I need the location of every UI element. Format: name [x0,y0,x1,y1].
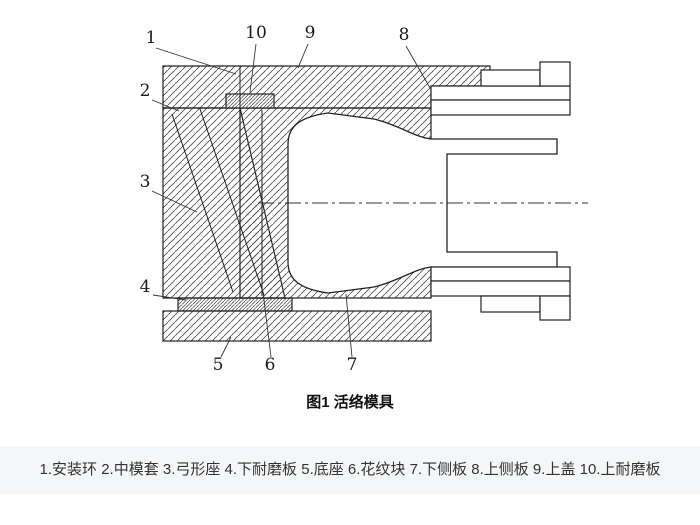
callout-4: 4 [140,277,151,297]
parts-legend-text: 1.安装环 2.中模套 3.弓形座 4.下耐磨板 5.底座 6.花纹块 7.下侧… [39,461,661,478]
part-base [162,310,432,342]
side-plates [430,61,571,321]
figure-caption: 图1 活络模具 [306,394,394,411]
leader-9 [297,43,309,69]
leader-10 [249,43,257,93]
callout-8: 8 [399,25,410,45]
part-lower-side-plate-b [430,280,571,297]
leader-3 [151,190,198,213]
cone-interface-line-2 [199,108,265,296]
leader-5 [220,336,232,358]
leader-7 [345,293,353,358]
leader-4 [152,294,187,301]
callout-3: 3 [140,172,151,192]
callout-2: 2 [140,81,151,101]
callout-1: 1 [146,28,157,48]
part-upper-wear-plate [225,93,275,109]
leader-6 [262,291,272,358]
callout-7: 7 [347,355,358,375]
callout-9: 9 [305,23,316,43]
part-upper-step-block [480,69,541,87]
leader-2 [151,99,180,112]
part-lower-step-block [480,295,541,313]
part-upper-side-plate-b [430,99,571,116]
part-lower-corner-block [539,295,571,321]
part-upper-side-plate-a [430,85,571,101]
callout-10: 10 [245,23,267,43]
part-lower-wear-plate [177,297,293,312]
callout-numbers: 1 2 3 4 5 6 7 8 9 10 [140,23,410,375]
callout-5: 5 [213,355,224,375]
upper-wear-plate-hatch [225,93,275,109]
mold-cross-section-diagram: 1 2 3 4 5 6 7 8 9 10 [140,23,588,375]
leader-lines [151,43,431,358]
part-lower-side-plate-a [430,266,571,282]
callout-6: 6 [265,355,276,375]
cone-interface-line-1 [171,113,234,293]
parts-legend: 1.安装环 2.中模套 3.弓形座 4.下耐磨板 5.底座 6.花纹块 7.下侧… [0,446,700,494]
leader-8 [405,45,431,89]
leader-1 [155,47,237,75]
part-upper-corner-block [539,61,571,87]
